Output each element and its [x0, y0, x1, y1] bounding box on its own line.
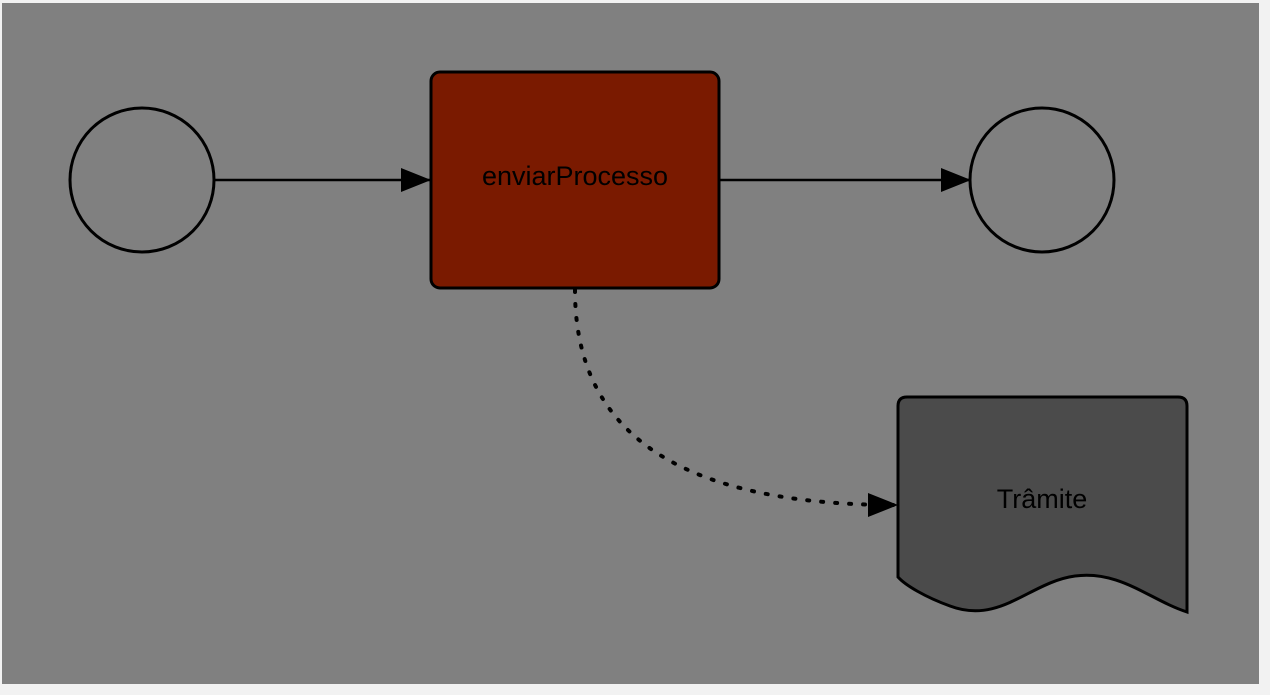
task-label: enviarProcesso: [482, 161, 668, 191]
document-label: Trâmite: [997, 484, 1088, 514]
data-object-tramite[interactable]: Trâmite: [896, 395, 1189, 615]
document-shape[interactable]: [896, 395, 1189, 615]
data-association-task-to-document[interactable]: [573, 288, 899, 517]
task-enviar-processo[interactable]: enviarProcesso: [429, 70, 721, 290]
end-event[interactable]: [968, 106, 1116, 254]
